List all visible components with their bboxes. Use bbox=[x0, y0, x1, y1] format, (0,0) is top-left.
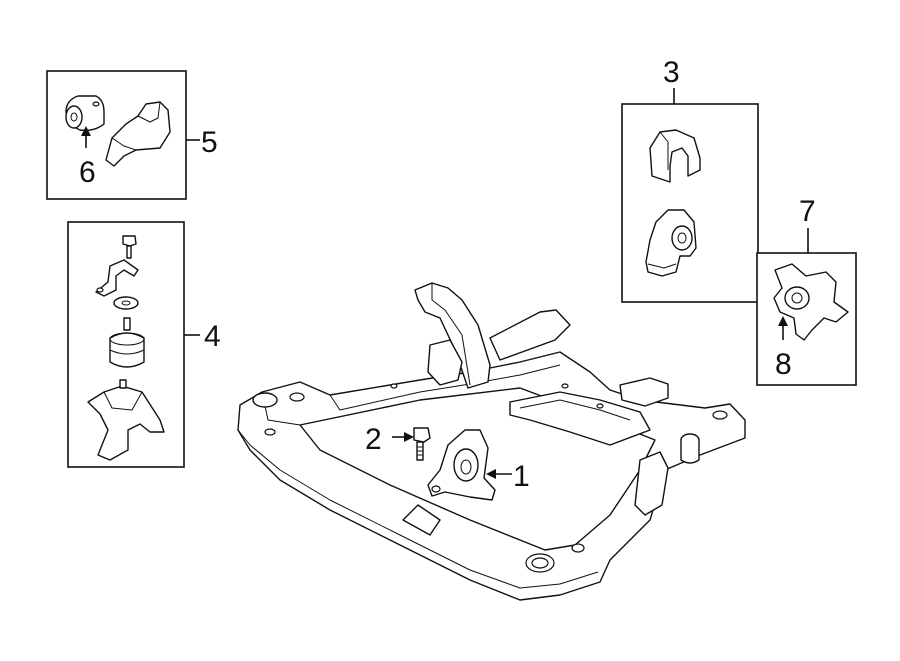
callout-8-arrow bbox=[778, 316, 788, 340]
insulator-group-4[interactable] bbox=[109, 317, 145, 368]
callout-1: 1 bbox=[513, 460, 530, 493]
callout-3: 3 bbox=[663, 56, 680, 89]
callout-6-arrow bbox=[81, 126, 91, 148]
callout-2-arrow bbox=[392, 432, 414, 442]
callout-7: 7 bbox=[799, 195, 816, 228]
engine-mount-part-1[interactable] bbox=[427, 429, 496, 501]
callout-8: 8 bbox=[775, 348, 792, 381]
group-3-box bbox=[621, 103, 759, 303]
callout-5: 5 bbox=[201, 126, 218, 159]
callout-2: 2 bbox=[365, 423, 382, 456]
bushing-part-6[interactable] bbox=[65, 95, 105, 132]
mount-bracket-part-5[interactable] bbox=[105, 101, 171, 167]
front-crossmember[interactable] bbox=[237, 282, 746, 601]
bolt-part-2[interactable] bbox=[413, 427, 431, 461]
mount-bracket-upper-part-3[interactable] bbox=[649, 129, 701, 183]
mount-bracket-group-4[interactable] bbox=[87, 379, 165, 461]
mount-bracket-lower-part-3[interactable] bbox=[645, 209, 697, 277]
washer-group-4[interactable] bbox=[113, 296, 139, 310]
strap-bracket-group-4[interactable] bbox=[95, 259, 139, 297]
callout-6: 6 bbox=[79, 156, 96, 189]
callout-4: 4 bbox=[204, 320, 221, 353]
mount-assembly-part-7[interactable] bbox=[773, 263, 849, 341]
bolt-group-4[interactable] bbox=[122, 235, 137, 259]
callout-1-arrow bbox=[486, 469, 512, 479]
